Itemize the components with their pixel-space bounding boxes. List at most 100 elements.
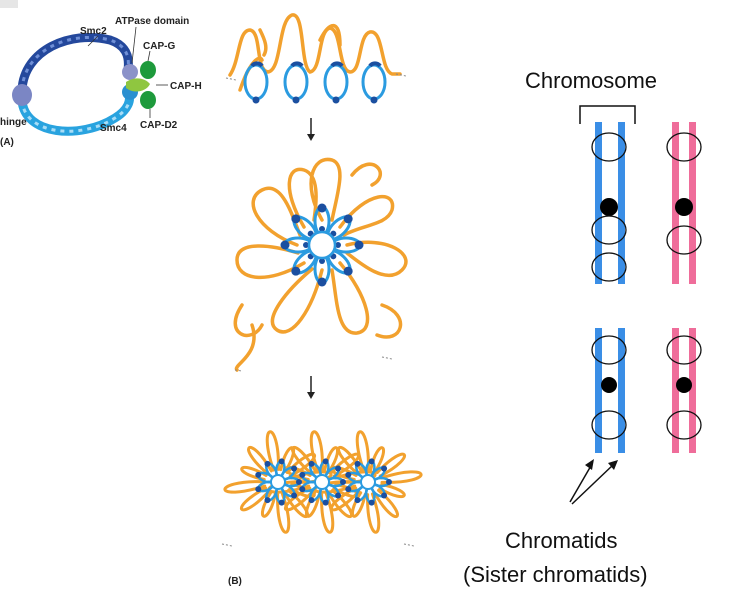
condensin-head — [264, 497, 271, 504]
atpase-domain-label: ATPase domain — [115, 16, 189, 27]
cap-g-leader — [147, 50, 151, 62]
blue-chromosome-top — [591, 122, 627, 284]
cap-h-label: CAP-H — [170, 81, 202, 92]
condensin-head — [345, 471, 352, 478]
condensin-cap — [332, 96, 340, 104]
cohesin-ring — [666, 335, 702, 365]
condensin-head — [278, 458, 285, 465]
condensin-head — [280, 240, 290, 250]
condensin-head — [368, 61, 382, 68]
dna-loop — [329, 486, 361, 512]
chromosome-schematic: Chromosome — [463, 68, 702, 587]
dna-loop — [265, 430, 280, 472]
pointer-arrowhead-left — [585, 459, 594, 470]
blue-chromatid-right — [618, 328, 625, 453]
dna-end-left-3 — [221, 543, 233, 547]
condensin-cap — [335, 242, 341, 248]
condensin-ring — [323, 63, 349, 101]
condensin-head — [381, 492, 388, 499]
condensin-head — [296, 479, 302, 485]
panel-a-condensin-complex: Smc2 ATPase domain CAP-G CAP-H CAP-D2 hi… — [0, 0, 202, 148]
cap-g-subunit — [140, 61, 156, 79]
pink-chromatid-right — [689, 328, 696, 453]
dna-end-left-2 — [234, 369, 243, 372]
smc2-label: Smc2 — [80, 26, 107, 37]
condensin-head — [291, 266, 301, 276]
sister-chromatids-label: (Sister chromatids) — [463, 562, 648, 587]
centromere — [676, 377, 692, 393]
cap-h-subunit — [126, 78, 150, 92]
dna-strand-stage-1 — [228, 13, 402, 77]
dna-loop — [283, 486, 315, 512]
condensin-head — [291, 492, 298, 499]
condensin-head — [345, 486, 352, 493]
condensin-ring — [361, 63, 387, 101]
condensin-head — [317, 277, 327, 287]
centromere — [675, 198, 693, 216]
condensin-head — [343, 266, 353, 276]
condensin-head — [354, 497, 361, 504]
rosette-core — [270, 474, 286, 490]
condensin-ring — [243, 63, 269, 101]
condensin-head — [354, 240, 364, 250]
hinge-domain — [12, 84, 32, 106]
condensin-rosettes-stage-3 — [255, 458, 392, 506]
condensin-rings-stage-2 — [280, 203, 364, 287]
dna-loop-stage-1b — [318, 23, 342, 47]
condensin-cap — [319, 258, 325, 264]
dna-loop — [284, 465, 312, 481]
dna-loop — [366, 492, 381, 534]
smc2-arm — [17, 32, 133, 95]
condensin-rings-stage-1 — [243, 61, 387, 104]
blue-chromatid-left — [595, 328, 602, 453]
pointer-arrow-right — [571, 463, 615, 505]
condensin-head — [278, 499, 285, 506]
condensin-head — [322, 499, 329, 506]
atpase-head-smc2 — [122, 64, 138, 80]
dna-loop — [309, 430, 324, 472]
atpase-leader — [131, 26, 137, 64]
condensin-head — [317, 203, 327, 213]
arrow-head — [307, 134, 315, 141]
smc2-leader — [87, 35, 99, 47]
condensin-head — [368, 458, 375, 465]
rosette-core — [360, 474, 376, 490]
panel-b-condensation-stages: (B) — [221, 13, 423, 587]
pink-chromatid-left — [672, 122, 679, 284]
condensin-head — [308, 497, 315, 504]
cohesin-ring — [591, 252, 627, 282]
cohesin-ring — [666, 132, 702, 162]
condensin-cap — [292, 96, 300, 104]
arrow-stage-1-to-2 — [307, 118, 315, 141]
pink-chromatid-left — [672, 328, 679, 453]
pink-chromosome-top — [666, 122, 702, 284]
condensin-head — [250, 61, 264, 68]
dna-loop — [337, 445, 363, 476]
cohesin-ring — [591, 410, 627, 440]
arrow-head — [307, 392, 315, 399]
condensin-head — [299, 471, 306, 478]
panel-a-label: (A) — [0, 137, 14, 148]
cap-d2-label: CAP-D2 — [140, 120, 178, 131]
chromosome-label: Chromosome — [525, 68, 657, 93]
condensin-head — [343, 214, 353, 224]
chromatid-pointer-arrows — [569, 459, 618, 505]
dna-loop — [355, 430, 370, 472]
pointer-arrow-left — [569, 463, 593, 503]
condensin-cap — [303, 242, 309, 248]
condensin-head — [386, 479, 392, 485]
condensin-head — [381, 465, 388, 472]
cap-g-label: CAP-G — [143, 41, 175, 52]
pink-chromosome-bottom — [666, 328, 702, 453]
condensin-cap — [252, 96, 260, 104]
condensin-cap — [370, 96, 378, 104]
panel-a-corner-mark — [0, 0, 18, 8]
pink-chromatid-right — [689, 122, 696, 284]
cohesin-ring — [591, 335, 627, 365]
cohesin-ring — [591, 215, 627, 245]
dna-loop — [378, 483, 406, 499]
dna-loop — [223, 480, 267, 494]
condensin-head — [368, 499, 375, 506]
dna-end-right-3 — [403, 543, 415, 547]
